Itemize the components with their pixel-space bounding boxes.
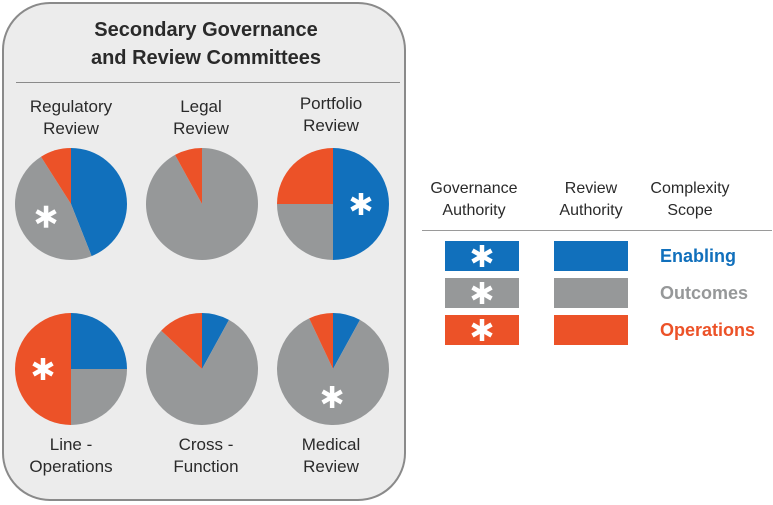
panel-title: Secondary Governance and Review Committe… [4, 16, 408, 72]
pie-slice-outcomes [71, 369, 127, 425]
asterisk-icon [35, 205, 57, 228]
asterisk-icon [471, 282, 493, 304]
committee-label-portfolio-review: Portfolio Review [299, 94, 363, 135]
committee-label-legal-review: Legal Review [173, 97, 229, 138]
legend-governance-swatch-enabling [445, 241, 519, 271]
pie-slice-outcomes [277, 204, 333, 260]
pie-legal-review [146, 148, 258, 260]
legend-scope-operations: Operations [660, 320, 756, 340]
asterisk-icon [471, 245, 493, 267]
legend-scope-enabling: Enabling [660, 246, 736, 266]
pie-slice-operations [175, 148, 202, 204]
legend-header-governance-authority: Governance Authority [430, 180, 518, 219]
pie-line-operations [15, 313, 127, 425]
pie-slice-enabling [71, 313, 127, 369]
pie-slice-operations [40, 148, 71, 204]
asterisk-icon [471, 319, 493, 341]
pie-regulatory-review [14, 148, 128, 260]
pie-slice-outcomes [277, 318, 389, 425]
pie-slice-outcomes [14, 156, 92, 260]
pie-slice-operations [277, 148, 333, 204]
asterisk-icon [471, 282, 493, 304]
asterisk-icon [471, 245, 493, 267]
pie-slice-outcomes [146, 319, 258, 425]
panel-title-line1: Secondary Governance [94, 19, 318, 41]
committee-label-regulatory-review: Regulatory Review [29, 97, 113, 138]
pie-slice-operations [309, 313, 333, 369]
pie-slice-enabling [333, 313, 360, 369]
legend-review-swatch-outcomes [554, 278, 628, 308]
legend-governance-swatch-operations [445, 315, 519, 345]
legend-governance-swatch-outcomes [445, 278, 519, 308]
pie-slice-enabling [202, 313, 229, 369]
committee-label-medical-review: Medical Review [301, 435, 361, 476]
pie-medical-review [277, 313, 389, 425]
asterisk-icon [350, 193, 372, 215]
pie-slice-enabling [71, 148, 128, 257]
legend-review-swatch-operations [554, 315, 628, 345]
panel-divider [16, 82, 400, 83]
legend-scope-outcomes: Outcomes [660, 283, 749, 303]
pie-cross-function [146, 313, 258, 425]
legend-review-swatch-enabling [554, 241, 628, 271]
legend-header-review-authority: Review Authority [559, 180, 623, 219]
pie-slice-operations [161, 313, 202, 369]
asterisk-icon [321, 385, 343, 408]
pie-portfolio-review [277, 148, 389, 260]
committee-label-line-operations: Line - Operations [29, 435, 113, 476]
asterisk-icon [471, 319, 493, 341]
legend-header-complexity-scope: Complexity Scope [650, 180, 730, 219]
asterisk-icon [32, 358, 54, 380]
panel-title-line2: and Review Committees [90, 47, 322, 69]
legend-divider [422, 230, 772, 231]
committee-label-cross-function: Cross - Function [173, 435, 239, 476]
